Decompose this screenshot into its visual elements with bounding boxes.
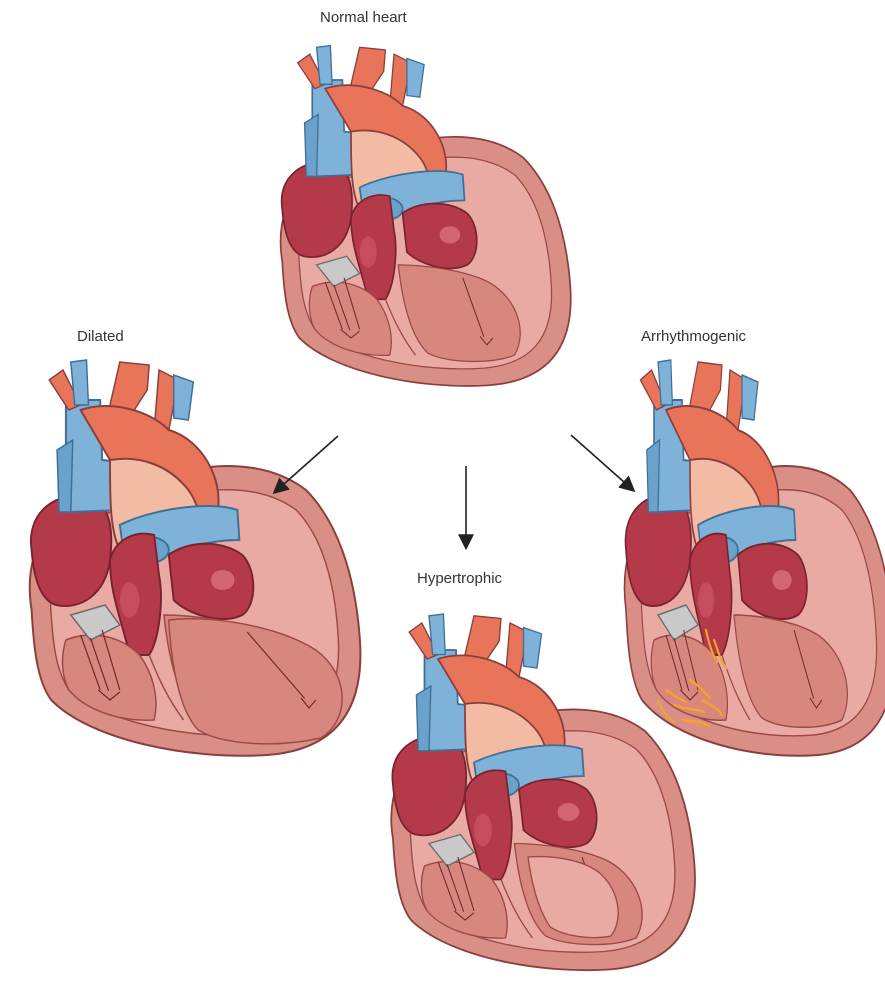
label-hypertrophic: Hypertrophic: [417, 570, 503, 587]
heart-illustration-arrhythmogenic: [624, 360, 885, 756]
heart-illustration-normal: [281, 46, 571, 386]
label-dilated: Dilated: [77, 328, 124, 345]
label-arrhythmogenic: Arrhythmogenic: [641, 328, 747, 345]
arrow-icon-to-dilated: [275, 436, 338, 492]
heart-illustration-dilated: [30, 360, 361, 756]
arrow-icon-to-arrhythmogenic: [571, 435, 633, 490]
label-normal-heart: Normal heart: [320, 9, 408, 26]
